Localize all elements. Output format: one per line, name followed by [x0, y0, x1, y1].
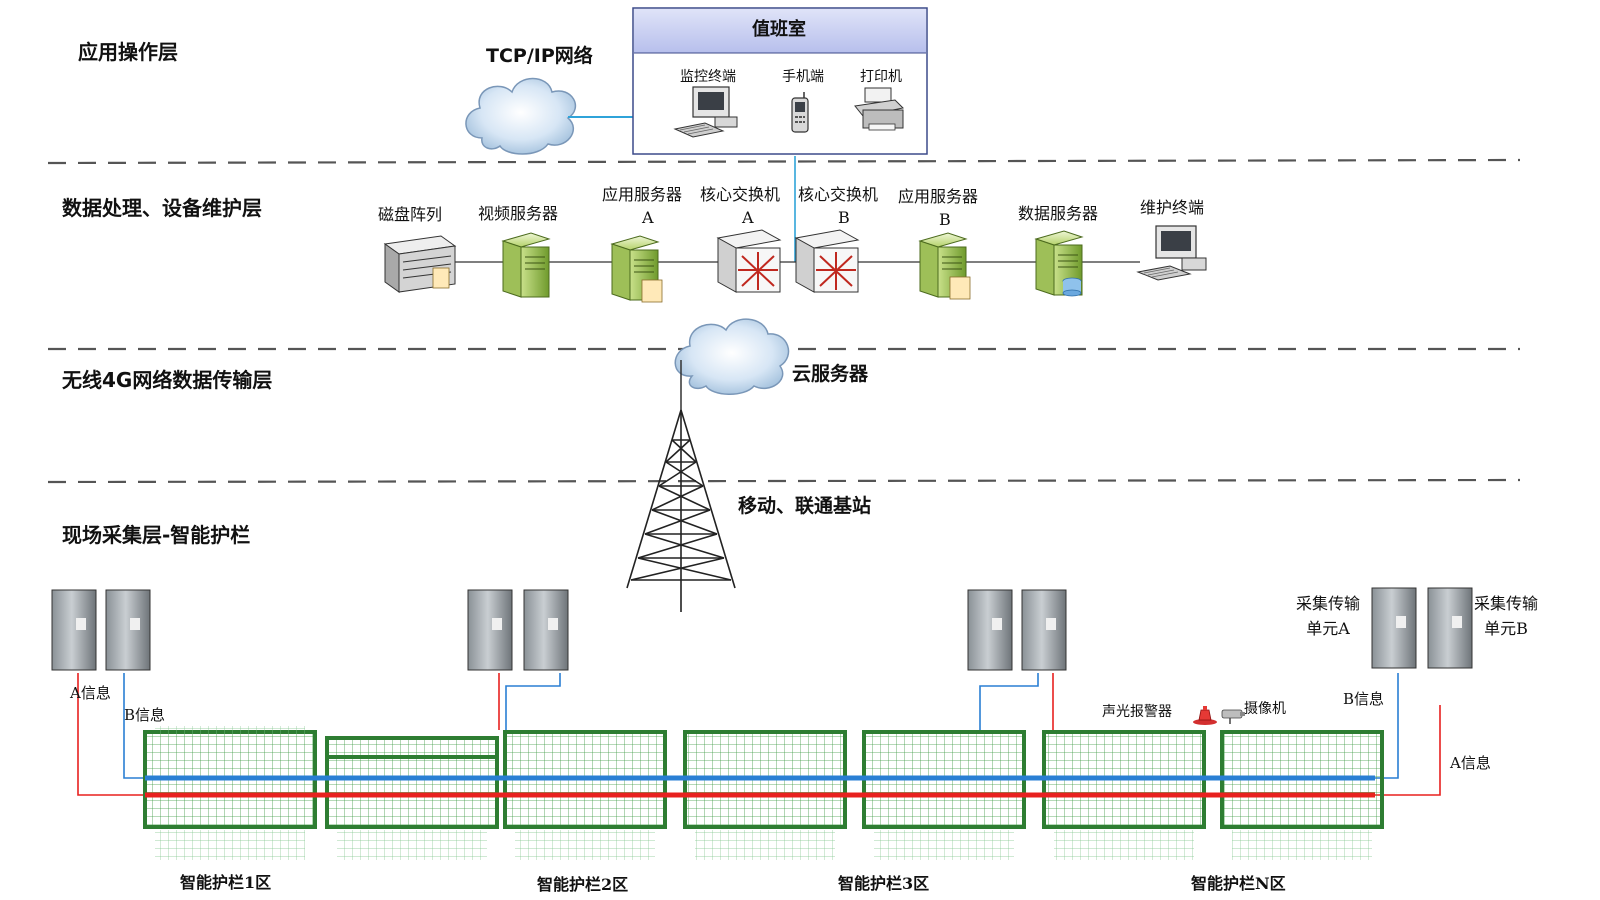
cabinet-icon — [467, 589, 513, 671]
layer-separators — [47, 158, 1521, 484]
app-server-b-label: 应用服务器 — [898, 187, 979, 206]
app-server-a-icon — [610, 235, 663, 303]
printer-icon — [854, 87, 905, 131]
zone-label-n: 智能护栏N区 — [1191, 874, 1286, 893]
maintenance-terminal-icon — [1136, 225, 1207, 281]
core-switch-a-tag: A — [742, 208, 754, 227]
cabinet-icon — [1427, 587, 1473, 669]
video-server-icon — [501, 232, 551, 298]
layer-field-label: 现场采集层-智能护栏 — [62, 523, 251, 547]
separator-3 — [47, 478, 1521, 484]
disk-array-icon — [383, 235, 457, 293]
acquisition-cabinets — [51, 587, 1473, 671]
acq-unit-a-line2: 单元A — [1306, 619, 1350, 638]
cabinet-icon — [1371, 587, 1417, 669]
app-server-a-label: 应用服务器 — [602, 185, 683, 204]
monitor-terminal-label: 监控终端 — [680, 69, 736, 85]
cabinet-icon — [967, 589, 1013, 671]
data-server-label: 数据服务器 — [1018, 204, 1099, 223]
disk-array-label: 磁盘阵列 — [378, 205, 443, 224]
cabinet-icon — [523, 589, 569, 671]
cloud-server-icon — [674, 318, 790, 395]
layer-data-label: 数据处理、设备维护层 — [62, 196, 262, 220]
acq-unit-b-line2: 单元B — [1484, 619, 1528, 638]
core-switch-b-icon — [794, 229, 860, 293]
base-station-label: 移动、联通基站 — [738, 495, 872, 517]
cabinet-icon — [105, 589, 151, 671]
layer-wireless-label: 无线4G网络数据传输层 — [62, 368, 273, 392]
b-signal-cable — [123, 673, 1399, 779]
video-server-label: 视频服务器 — [478, 204, 559, 223]
cabinet-icon — [51, 589, 97, 671]
layer-app-label: 应用操作层 — [78, 40, 178, 64]
audible-visual-alarm-icon — [1193, 706, 1217, 725]
fence-panel-2 — [325, 736, 499, 860]
acq-unit-a-line1: 采集传输 — [1295, 594, 1360, 613]
zone-label-3: 智能护栏3区 — [838, 874, 930, 893]
base-station-tower-icon — [626, 409, 736, 612]
audible-visual-alarm-label: 声光报警器 — [1102, 704, 1172, 720]
cabinet-icon — [1021, 589, 1067, 671]
separator-1 — [47, 158, 1521, 165]
b-info-right-label: B信息 — [1343, 690, 1385, 708]
tcpip-cloud-icon — [465, 77, 577, 155]
monitor-terminal-icon — [673, 86, 738, 138]
zone-label-2: 智能护栏2区 — [537, 875, 629, 894]
core-switch-a-icon — [716, 229, 782, 293]
mobile-phone-icon — [791, 92, 809, 133]
tcpip-network-label: TCP/IP网络 — [486, 45, 593, 67]
zone-label-1: 智能护栏1区 — [180, 873, 272, 892]
duty-room-title: 值班室 — [752, 19, 806, 40]
printer-label: 打印机 — [860, 69, 902, 85]
core-switch-b-label: 核心交换机 — [798, 185, 879, 204]
acq-unit-b-line1: 采集传输 — [1473, 594, 1538, 613]
cloud-server-label: 云服务器 — [792, 363, 869, 385]
a-signal-cable — [77, 673, 1441, 796]
data-server-icon — [1034, 230, 1084, 297]
app-server-b-tag: B — [939, 210, 951, 229]
a-info-right-label: A信息 — [1450, 754, 1491, 772]
core-switch-a-label: 核心交换机 — [700, 185, 781, 204]
b-info-label: B信息 — [124, 706, 166, 724]
a-info-label: A信息 — [70, 684, 111, 702]
camera-label: 摄像机 — [1244, 701, 1286, 717]
app-server-a-tag: A — [642, 208, 654, 227]
app-server-b-icon — [918, 232, 971, 300]
mobile-phone-label: 手机端 — [782, 69, 824, 85]
maintenance-terminal-label: 维护终端 — [1140, 198, 1205, 217]
core-switch-b-tag: B — [838, 208, 850, 227]
camera-icon — [1221, 709, 1245, 724]
